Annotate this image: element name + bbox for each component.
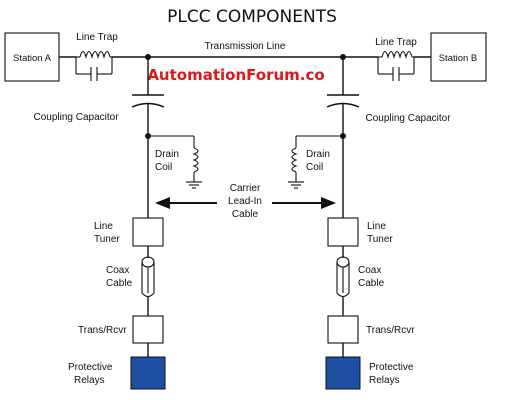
line-trap-left [75, 47, 113, 81]
carrier-cable-label-2: Lead-In [228, 196, 262, 207]
coax-cable-right-label-1: Coax [358, 265, 381, 276]
drain-coil-right-label-1: Drain [306, 149, 330, 160]
line-tuner-left-label-1: Line [94, 221, 113, 232]
coax-cable-left-label-2: Cable [106, 278, 133, 289]
protective-relays-right [325, 356, 361, 390]
drain-coil-left-label-2: Coil [155, 162, 172, 173]
line-tuner-right-label-2: Tuner [367, 234, 393, 245]
trans-rcvr-left-label: Trans/Rcvr [78, 325, 127, 336]
drain-coil-right [288, 135, 343, 189]
coax-cable-left [141, 256, 155, 298]
trans-rcvr-right [327, 315, 359, 344]
station-a-box [4, 32, 60, 82]
coupling-capacitor-left-label: Coupling Capacitor [33, 112, 119, 123]
protective-relays-left-label-2: Relays [74, 375, 105, 386]
line-trap-left-label: Line Trap [76, 32, 118, 43]
drain-coil-left-label-1: Drain [155, 149, 179, 160]
station-a-label: Station A [13, 53, 52, 64]
protective-relays-right-label-2: Relays [369, 375, 400, 386]
watermark: AutomationForum.co [147, 66, 324, 84]
carrier-arrow-right [272, 197, 336, 209]
line-tuner-right-label-1: Line [367, 221, 386, 232]
trans-rcvr-left [132, 315, 164, 344]
coax-cable-right [336, 256, 350, 298]
line-trap-right [377, 47, 415, 81]
trans-rcvr-right-label: Trans/Rcvr [366, 325, 415, 336]
coax-cable-right-label-2: Cable [358, 278, 385, 289]
line-tuner-left-label-2: Tuner [94, 234, 120, 245]
protective-relays-right-label-1: Protective [369, 362, 414, 373]
coax-cable-left-label-1: Coax [106, 265, 129, 276]
carrier-cable-label-3: Cable [232, 209, 259, 220]
carrier-cable-label-1: Carrier [230, 183, 261, 194]
protective-relays-left [130, 356, 166, 390]
line-tuner-left [132, 217, 164, 247]
line-trap-right-label: Line Trap [375, 37, 417, 48]
drain-coil-left [148, 135, 202, 189]
protective-relays-left-label-1: Protective [68, 362, 113, 373]
line-tuner-right [327, 217, 359, 247]
station-b-label: Station B [439, 53, 478, 64]
carrier-arrow-left [155, 197, 217, 209]
diagram-title: PLCC COMPONENTS [167, 7, 337, 27]
coupling-capacitor-right-label: Coupling Capacitor [365, 113, 451, 124]
transmission-line-label: Transmission Line [205, 41, 286, 52]
drain-coil-right-label-2: Coil [306, 162, 323, 173]
station-b-box [430, 32, 487, 82]
